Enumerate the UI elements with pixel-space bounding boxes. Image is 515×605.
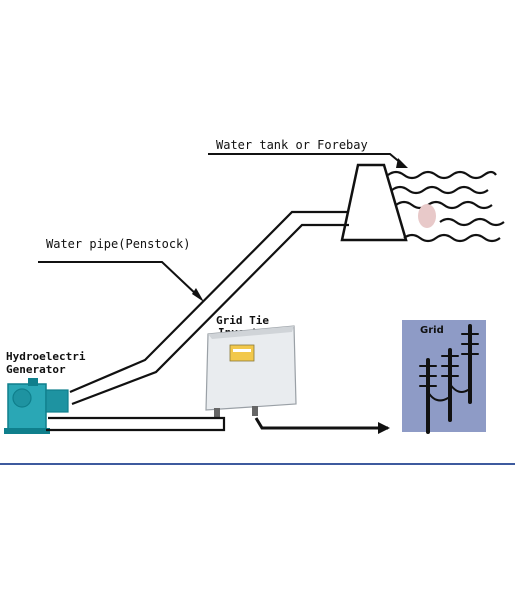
leader-penstock — [38, 261, 199, 297]
cable-inverter-to-grid — [254, 417, 390, 434]
label-generator-line2: Generator — [6, 363, 66, 376]
leader-water-tank — [208, 153, 403, 165]
label-grid: Grid — [420, 325, 444, 336]
label-generator-line1: Hydroelectri — [6, 350, 86, 363]
power-pole-icon — [461, 324, 479, 404]
cable-generator-to-inverter — [46, 416, 226, 432]
inverter-icon — [205, 325, 297, 418]
arrow-icon — [396, 158, 408, 168]
penstock-pipe — [69, 210, 349, 406]
arrow-icon — [192, 288, 204, 302]
power-pole-icon — [419, 358, 449, 434]
reservoir-blob — [418, 204, 436, 228]
water-tank-icon — [340, 163, 408, 242]
water-wave-icon — [387, 170, 505, 243]
label-water-tank: Water tank or Forebay — [216, 138, 368, 152]
hydro-generator-icon — [4, 378, 69, 434]
power-pole-icon — [441, 348, 469, 422]
label-penstock: Water pipe(Penstock) — [46, 237, 191, 251]
label-inverter-line1: Grid Tie — [216, 314, 269, 327]
